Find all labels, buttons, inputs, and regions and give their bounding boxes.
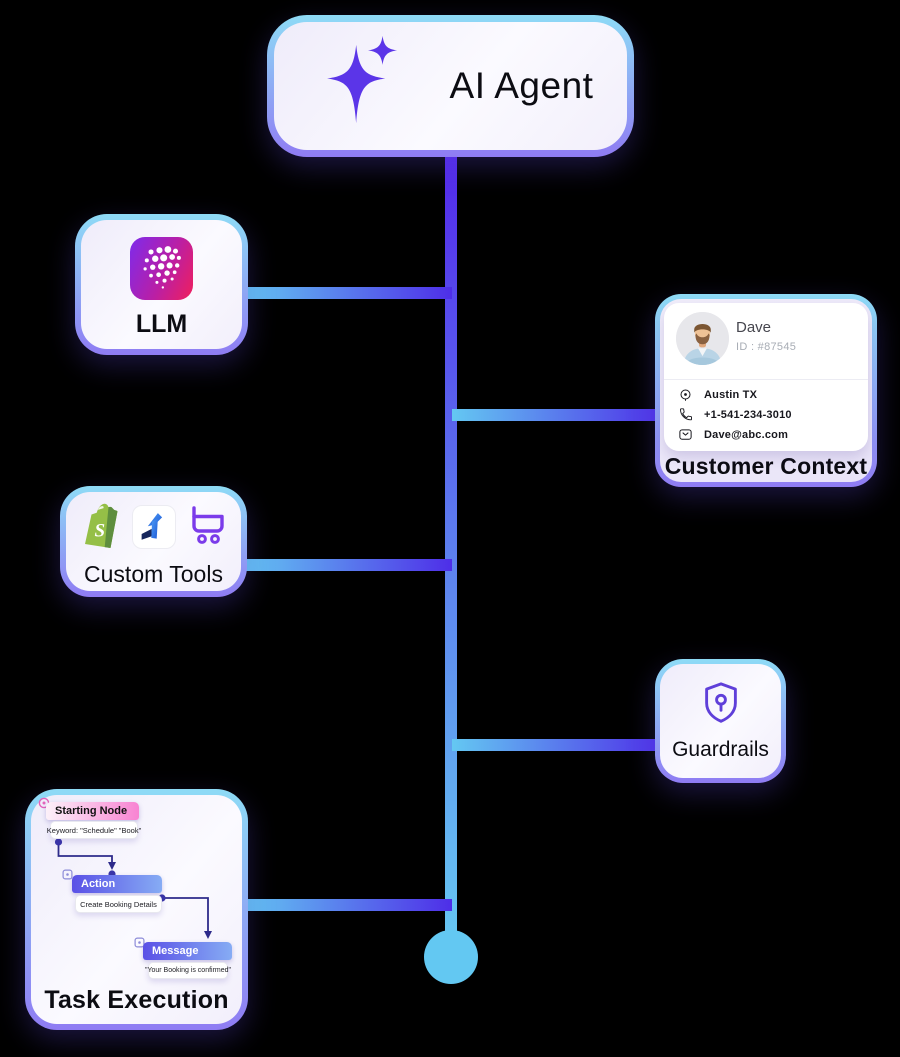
flow-node-title: Starting Node [46, 802, 139, 820]
custom-tools-label: Custom Tools [84, 560, 223, 587]
shield-keyhole-icon [698, 680, 744, 733]
llm-box: LLM [75, 214, 248, 355]
dot-matrix-app-icon [130, 236, 193, 300]
connector-llm [240, 287, 452, 299]
customer-context-label: Customer Context [664, 453, 868, 479]
shopify-bag-icon: S [77, 500, 123, 555]
flow-node-body: Create Booking Details [75, 895, 162, 913]
connector-custom-tools [240, 559, 452, 571]
customer-location-row: Austin TX [678, 387, 757, 402]
flow-node-title: Message [143, 942, 232, 960]
customer-email: Dave@abc.com [704, 428, 789, 441]
flow-node-body: "Your Booking is confirmed" [145, 962, 231, 979]
guardrails-label: Guardrails [672, 738, 769, 761]
customer-card: Dave ID : #87545 Austin TX +1-541-234-30 [664, 303, 868, 451]
custom-tools-box: S [60, 486, 247, 597]
connector-task-execution [240, 899, 452, 911]
customer-id: ID : #87545 [736, 341, 797, 353]
customer-name: Dave [736, 319, 772, 336]
location-icon [680, 389, 691, 401]
blue-one-logo-icon [131, 505, 176, 549]
llm-label: LLM [135, 309, 188, 338]
flow-node-body: Keyword: "Schedule" "Book" [47, 821, 141, 839]
ai-agent-box: AI Agent [267, 15, 634, 157]
sparkle-icon [308, 34, 408, 139]
action-node-icon [62, 869, 73, 880]
divider [664, 379, 868, 380]
task-execution-box: Starting Node Keyword: "Schedule" "Book"… [25, 789, 248, 1030]
phone-icon [680, 408, 692, 421]
avatar [676, 312, 729, 365]
customer-phone-row: +1-541-234-3010 [678, 407, 792, 422]
customer-email-row: Dave@abc.com [678, 427, 788, 442]
center-trunk-line [445, 150, 457, 945]
connector-customer-context [452, 409, 664, 421]
ai-agent-label: AI Agent [449, 65, 594, 106]
customer-location: Austin TX [704, 388, 758, 401]
svg-text:S: S [94, 520, 105, 541]
connector-guardrails [452, 739, 664, 751]
endpoint-circle [424, 930, 478, 984]
task-execution-label: Task Execution [44, 986, 229, 1014]
customer-phone: +1-541-234-3010 [704, 408, 792, 421]
customer-context-box: Dave ID : #87545 Austin TX +1-541-234-30 [655, 294, 877, 487]
mail-icon [679, 429, 692, 440]
guardrails-box: Guardrails [655, 659, 786, 783]
shopping-cart-icon [185, 504, 231, 551]
flow-node-title: Action [72, 875, 162, 893]
